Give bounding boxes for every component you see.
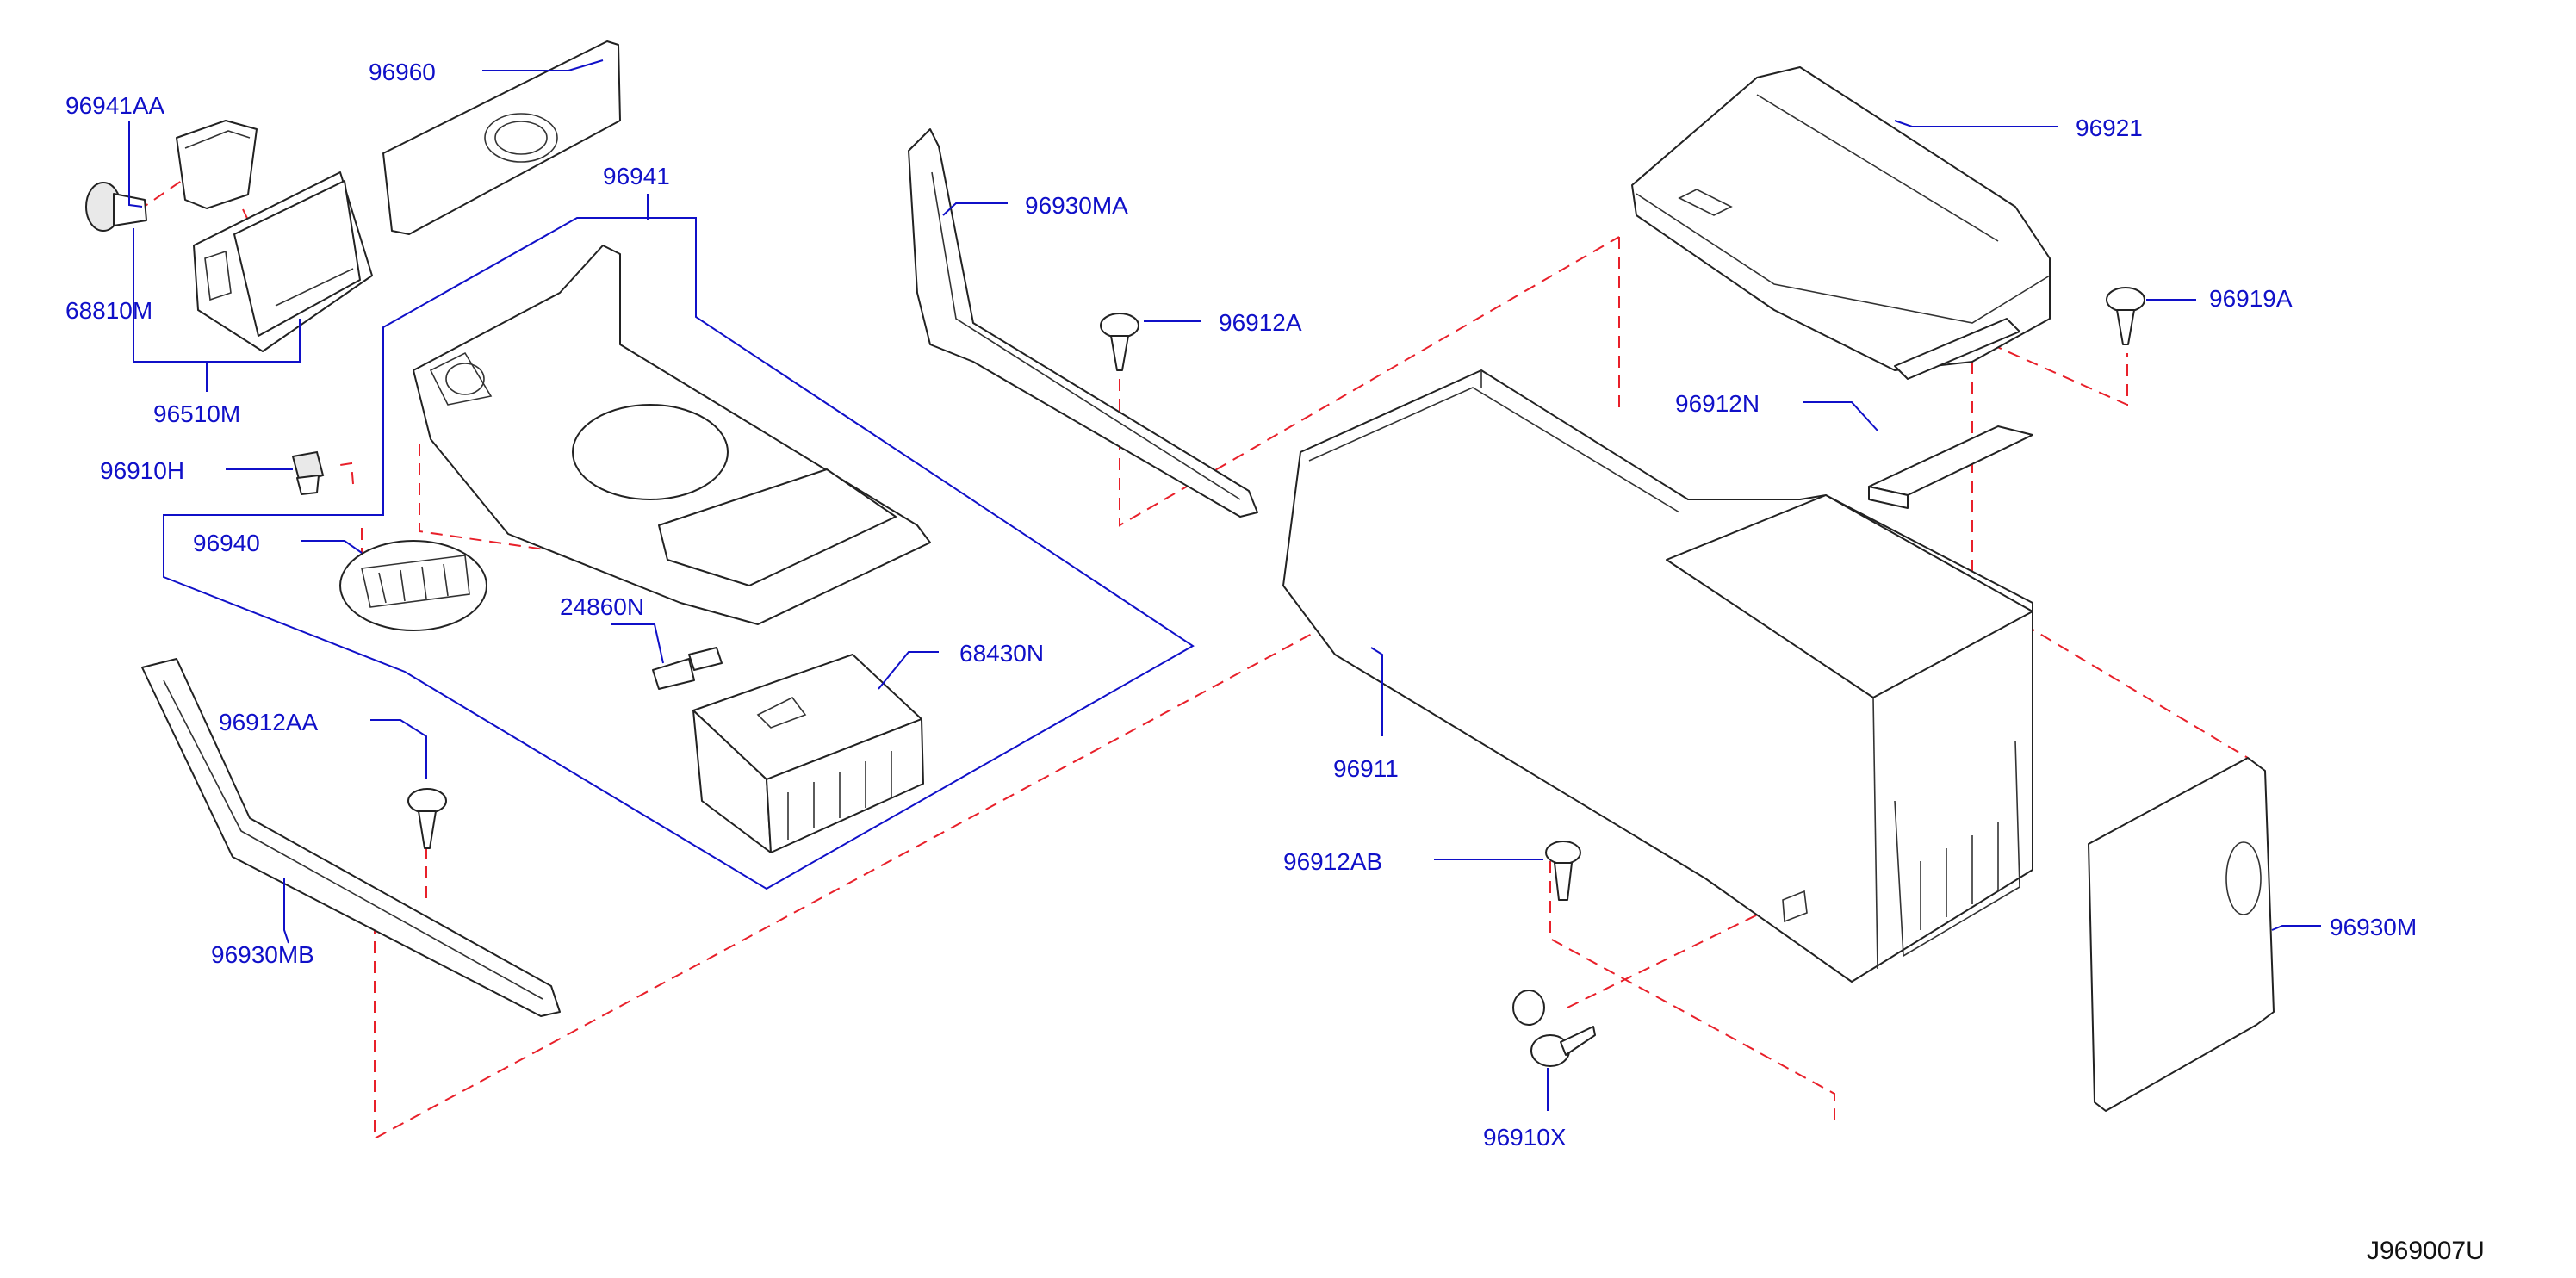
part-96930M-cover — [2088, 757, 2275, 1112]
part-24860N-switch — [652, 647, 723, 690]
screw-96910X — [1512, 990, 1596, 1067]
label-96930MB: 96930MB — [211, 941, 314, 968]
screw-96912AB — [1545, 841, 1581, 901]
label-96912AB: 96912AB — [1283, 848, 1382, 875]
label-68810M: 68810M — [65, 297, 152, 324]
part-96930MB-rail — [141, 658, 561, 1017]
group-outline-96941 — [163, 217, 1195, 890]
part-68810M-clip — [85, 182, 147, 232]
part-96910H-clip — [291, 450, 325, 495]
diagram-reference-code: J969007U — [2367, 1237, 2485, 1265]
part-96930MA-rail — [908, 128, 1258, 518]
label-96960: 96960 — [369, 59, 436, 85]
label-24860N: 24860N — [560, 593, 644, 620]
label-96910H: 96910H — [100, 457, 184, 484]
part-96960-top-trim — [382, 40, 621, 235]
label-96930MA: 96930MA — [1025, 192, 1128, 219]
part-96941AA-pocket — [176, 120, 258, 209]
label-68430N: 68430N — [959, 640, 1044, 667]
label-96910X: 96910X — [1483, 1124, 1567, 1151]
screw-96912AA — [407, 788, 447, 849]
label-96912AA: 96912AA — [219, 709, 319, 735]
label-96510M: 96510M — [153, 400, 240, 427]
screw-96912A — [1100, 313, 1139, 371]
label-96919A: 96919A — [2209, 285, 2293, 312]
label-96912N: 96912N — [1675, 390, 1760, 417]
label-96930M: 96930M — [2330, 914, 2417, 940]
label-96940: 96940 — [193, 530, 260, 556]
label-96941: 96941 — [603, 163, 670, 189]
screw-96919A — [2106, 287, 2145, 345]
label-96911: 96911 — [1333, 755, 1399, 782]
part-96921-armrest — [1631, 66, 2051, 380]
part-96912N-plate — [1868, 425, 2033, 509]
label-96912A: 96912A — [1219, 309, 1302, 336]
label-96921: 96921 — [2076, 115, 2143, 141]
part-68430N-box — [692, 654, 924, 853]
part-96940-indicator — [339, 540, 487, 631]
leader-lines — [128, 59, 2321, 1111]
label-96941AA: 96941AA — [65, 92, 165, 119]
part-96911-console — [1282, 369, 2033, 983]
part-labels: 96941AA 96960 96941 68810M 96510M 96910H… — [65, 59, 2485, 1265]
part-96510M-bracket — [193, 171, 373, 352]
part-96941-finisher — [413, 245, 931, 625]
